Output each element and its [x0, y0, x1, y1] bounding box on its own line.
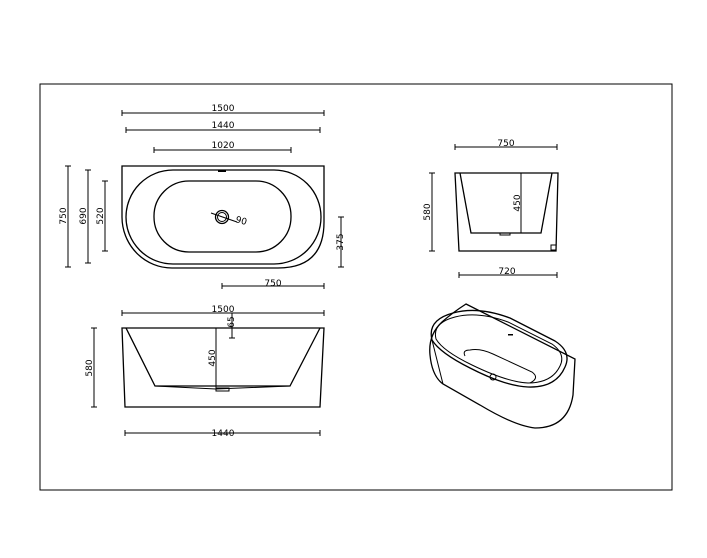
dim-label: 750 — [264, 279, 281, 289]
drain-icon — [214, 209, 230, 225]
dim-label: 450 — [513, 194, 523, 211]
drain-fitting — [215, 387, 230, 392]
drain-inner — [217, 212, 227, 222]
dim-label: 720 — [498, 267, 515, 277]
iso-rim-outer — [430, 309, 568, 388]
top-view-basin — [153, 180, 292, 253]
overflow-icon — [218, 170, 226, 172]
top-view-outer-outline — [121, 165, 325, 269]
front-view-outer — [121, 327, 325, 408]
side-view: 750 580 450 720 — [423, 139, 559, 278]
dim-label: 750 — [497, 139, 514, 149]
dim-label: 1440 — [212, 429, 235, 439]
iso-front-edge — [431, 339, 444, 385]
dim-label: 90 — [234, 215, 248, 228]
dim-label: 1500 — [212, 104, 235, 114]
drain-fitting — [499, 232, 511, 236]
dim-label: 375 — [336, 233, 346, 250]
iso-overflow-icon — [508, 334, 513, 336]
front-view: 1500 65 450 580 1440 — [85, 305, 325, 439]
dim-label: 690 — [79, 207, 89, 224]
dim-label: 1020 — [212, 141, 235, 151]
iso-rim-inner — [434, 314, 563, 384]
drawing-frame — [39, 83, 673, 491]
side-view-outer — [454, 172, 559, 252]
dimension-lines-top — [65, 110, 344, 289]
side-view-basin — [459, 172, 553, 234]
dimension-lines-front — [91, 310, 325, 436]
drain-leader — [210, 212, 238, 223]
isometric-view — [429, 303, 576, 429]
dim-label: 1440 — [212, 121, 235, 131]
dim-label: 65 — [227, 316, 237, 327]
iso-drain-icon — [489, 373, 497, 381]
dim-label: 580 — [423, 203, 433, 220]
iso-basin — [463, 349, 536, 384]
front-view-basin — [125, 327, 321, 387]
dim-label: 520 — [96, 207, 106, 224]
dimension-lines-side — [429, 144, 558, 278]
corner-marker — [550, 244, 557, 251]
top-view: 1500 1440 1020 750 690 520 90 375 750 — [59, 104, 346, 289]
dim-label: 580 — [85, 359, 95, 376]
dim-label: 750 — [59, 207, 69, 224]
dim-label: 1500 — [212, 305, 235, 315]
dim-label: 450 — [208, 349, 218, 366]
iso-outer-shell — [429, 303, 576, 429]
